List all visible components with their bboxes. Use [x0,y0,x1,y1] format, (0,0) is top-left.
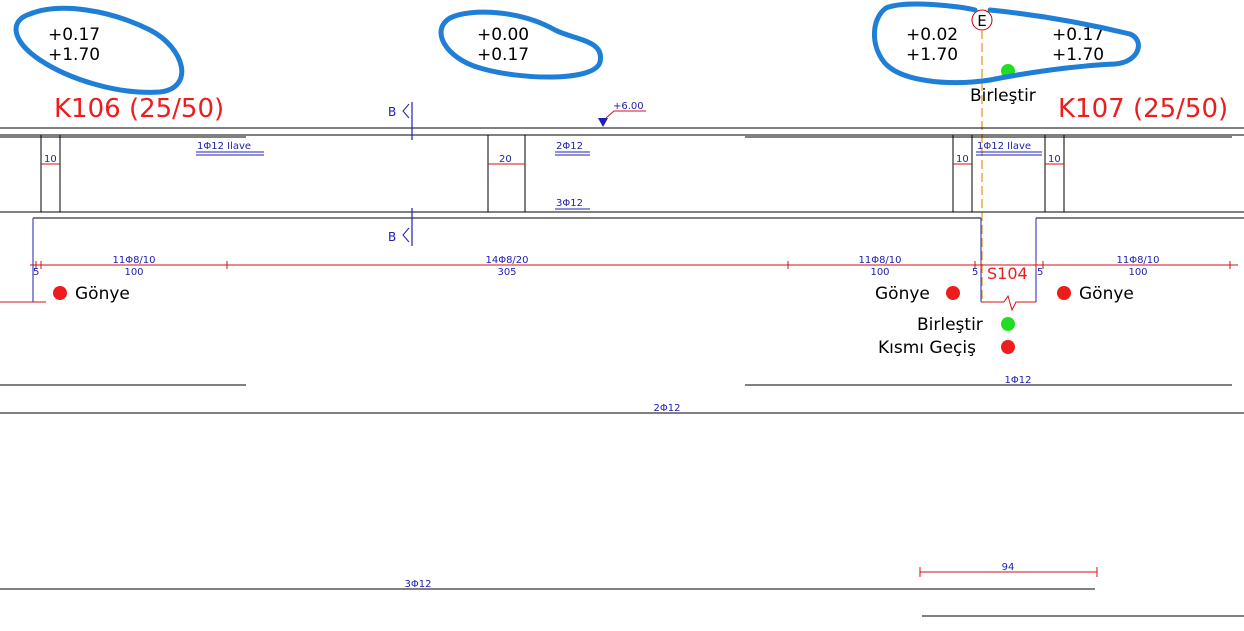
elevation-leader [605,110,646,119]
level-right-a-top: +0.02 [906,25,958,45]
stirrup-spec: 11Φ8/10 [858,255,901,266]
elevation-value: +6.00 [613,101,644,112]
annotation-loop-left [13,5,185,95]
tag-gonye-right: Gönye [1079,284,1134,304]
rebar-bottom-mid: 3Φ12 [556,198,583,209]
level-middle-top: +0.00 [477,25,529,45]
red-status-dot-icon [53,286,67,300]
column-label: S104 [987,264,1028,283]
level-right-b-bottom: +1.70 [1052,45,1104,65]
stirrup-spec: 14Φ8/20 [485,255,528,266]
beam-label-right: K107 (25/50) [1058,94,1228,124]
red-status-dot-icon [1057,286,1071,300]
annotation-loop-middle [438,9,603,80]
section-arrow-icon [402,227,410,243]
stirrup-length: 305 [497,267,516,278]
stirrup-length: 100 [124,267,143,278]
red-status-dot-icon [946,286,960,300]
rebar-label: 2Φ12 [654,403,681,414]
tag-gonye-left: Gönye [75,284,130,304]
tag-birlestir-mid: Birleştir [917,315,983,335]
green-status-dot-icon [1001,317,1015,331]
beam-label-left: K106 (25/50) [54,94,224,124]
section-mark-bottom: B [388,230,396,244]
width-dim: 10 [956,154,969,165]
axis-label: E [977,12,986,30]
column-break-symbol [981,294,1036,312]
section-mark-top: B [388,105,396,119]
level-middle-bottom: +0.17 [477,45,529,65]
tag-birlestir-top: Birleştir [970,86,1036,106]
width-dim: 10 [44,154,57,165]
small-dim: 5 [972,267,978,278]
tag-kismi-gecis: Kısmı Geçiş [878,338,976,358]
red-status-dot-icon [1001,340,1015,354]
level-right-a-bottom: +1.70 [906,45,958,65]
level-left-top: +0.17 [48,25,100,45]
level-left-bottom: +1.70 [48,45,100,65]
annotation-loop-right [871,1,1141,86]
dim-value: 94 [1002,562,1015,573]
tag-gonye-mid: Gönye [875,284,930,304]
elevation-triangle-icon [598,118,608,127]
stirrup-spec: 11Φ8/10 [112,255,155,266]
section-arrow-icon [402,103,410,119]
rebar-label: 1Φ12 [1005,375,1032,386]
rebar-top-mid: 2Φ12 [556,141,583,152]
small-dim: 5 [33,267,39,278]
width-dim: 10 [1048,154,1061,165]
small-dim: 5 [1037,267,1043,278]
rebar-label: 3Φ12 [405,579,432,590]
stirrup-spec: 11Φ8/10 [1116,255,1159,266]
width-dim: 20 [499,154,512,165]
rebar-extra-right: 1Φ12 Ilave [977,141,1031,152]
stirrup-length: 100 [1128,267,1147,278]
stirrup-length: 100 [870,267,889,278]
level-right-b-top: +0.17 [1052,25,1104,45]
rebar-extra-left: 1Φ12 Ilave [197,141,251,152]
